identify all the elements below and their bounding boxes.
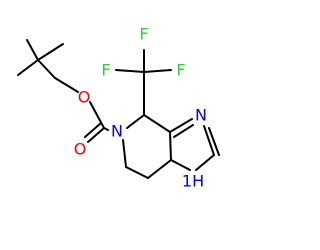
bond [169,118,193,133]
molecule-structure: F F F O O N N 1H [17,25,220,191]
bond [37,43,64,61]
bond [203,125,215,156]
bond [170,159,191,171]
bond [126,114,145,129]
bond [103,127,109,131]
bond [17,59,39,76]
bonds [17,39,220,179]
atom-o-ester: O [78,88,91,107]
bond [147,159,172,179]
bond [37,59,56,79]
bond [208,127,220,156]
bond [84,122,102,138]
bond [115,69,145,73]
bond [125,166,149,179]
atom-f-left: F [101,61,110,80]
bond [89,101,105,129]
bond [173,124,194,138]
atom-nh-imidazole: 1H [182,172,204,191]
atom-labels: F F F O O N N 1H [74,25,207,191]
atom-f-right: F [176,61,185,80]
bond [87,127,105,143]
bond [122,139,127,168]
bond [143,114,171,133]
atom-n-ring: N [111,122,123,141]
bond [169,131,172,161]
bond [54,77,79,93]
atom-o-carbonyl: O [74,140,87,159]
atom-n-imidazole: N [195,106,207,125]
bond [143,69,172,73]
bond [26,39,39,61]
atom-f-top: F [139,25,148,44]
bond [195,154,215,171]
